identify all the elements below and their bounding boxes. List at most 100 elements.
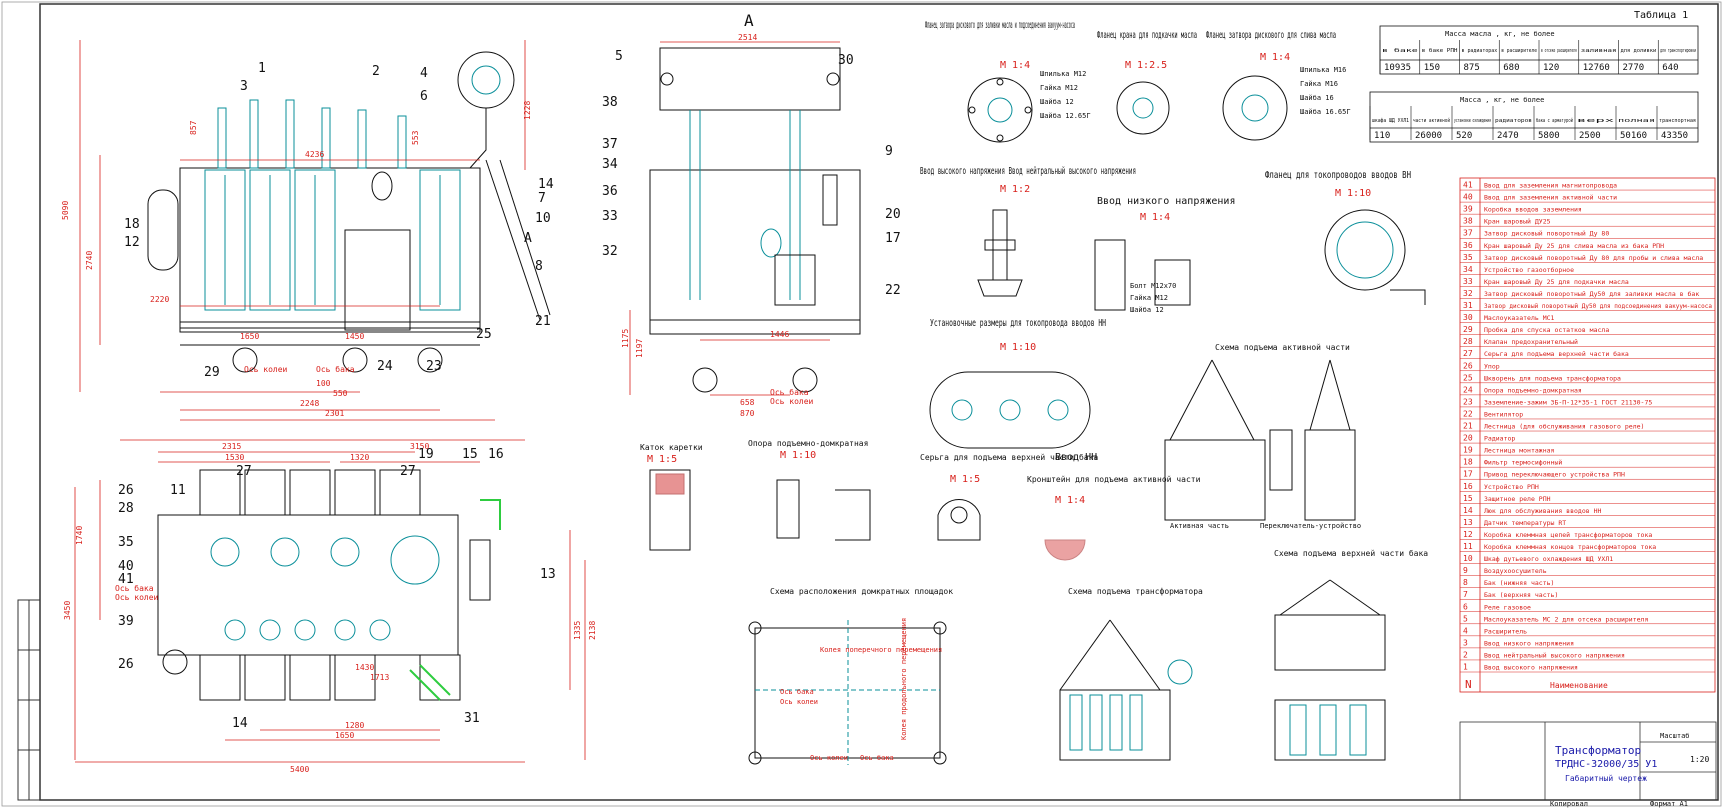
legend-item-number: 33	[1463, 277, 1473, 286]
legend-item-number: 16	[1463, 482, 1473, 491]
dim-plan-3450: 3450	[63, 601, 72, 620]
lift-active-title: Схема подъема активной части	[1215, 343, 1350, 352]
dim-side-658: 658	[740, 398, 755, 407]
platform-label-6: Ось бака	[860, 754, 894, 762]
callout-10: 10	[535, 211, 551, 226]
platform-label-1: Колея поперечного перемещения	[820, 646, 942, 654]
axis-label-5: Ось бака	[115, 583, 154, 593]
mass-col-label: шкафа ШД УХЛ1	[1372, 118, 1409, 124]
legend-header-name: Наименование	[1550, 681, 1608, 690]
legend-item-number: 7	[1463, 590, 1468, 599]
front-dimension-labels: 5090 2740 4236 2220 1650 1450 2248 2301 …	[61, 101, 532, 418]
legend-item-name: Шкаф дутьевого охлаждения ШД УХЛ1	[1484, 555, 1613, 563]
mass-value: 2500	[1579, 131, 1601, 141]
title-block	[1459, 721, 1717, 801]
platform-detail: Схема расположения домкратных площадок К…	[748, 587, 953, 765]
mass-value: 110	[1374, 131, 1390, 141]
legend-item-number: 18	[1463, 458, 1473, 467]
flange-1-note-3: Шайба 12	[1040, 98, 1074, 106]
flange-3-note-2: Гайка М16	[1300, 80, 1338, 88]
callout-22: 22	[885, 283, 901, 298]
mount-label: Ввод НН	[1055, 452, 1097, 463]
legend-item-name: Защитное реле РПН	[1484, 495, 1551, 503]
callout-30: 30	[838, 53, 854, 68]
platform-title: Схема расположения домкратных площадок	[770, 587, 953, 596]
legend-item-name: Затвор дисковый поворотный Ду50 для подс…	[1484, 302, 1712, 310]
hn-flange-title: Фланец для токопроводов вводов ВН	[1265, 170, 1411, 181]
dim-plan-1713: 1713	[370, 673, 389, 682]
callout-29: 29	[204, 365, 220, 380]
legend-item-number: 2	[1463, 650, 1468, 659]
hv-detail: Ввод высокого напряжения Ввод нейтральны…	[920, 165, 1136, 297]
callout-38: 38	[602, 95, 618, 110]
legend-item-name: Коробка клеммная цепей трансформаторов т…	[1484, 531, 1652, 539]
dim-plan-1650: 1650	[335, 731, 354, 740]
plan-callouts: 11 13 14 15 16 19 26 27 28 31 35 39 40 4…	[118, 447, 556, 731]
callout-19: 19	[418, 447, 434, 462]
callout-2: 2	[372, 64, 380, 79]
callout-7: 7	[538, 191, 546, 206]
legend-item-number: 25	[1463, 373, 1473, 382]
legend-item-number: 31	[1463, 301, 1473, 310]
side-dim-labels: 2514 1446 658 870 1175 1197	[621, 33, 789, 418]
mass-value: 50160	[1620, 131, 1647, 141]
legend-item-number: 12	[1463, 530, 1473, 539]
legend-item-number: 11	[1463, 542, 1473, 551]
callout-23: 23	[426, 359, 442, 374]
mass-value: 875	[1464, 63, 1480, 73]
legend-item-name: Маслоуказатель МС1	[1484, 314, 1555, 322]
legend-item-name: Опора подъемно-домкратная	[1484, 386, 1582, 394]
callout-25: 25	[476, 327, 492, 342]
callout-3: 3	[240, 79, 248, 94]
flange-1-title: Фланец затвора дискового для заливки мас…	[925, 20, 1075, 31]
flange-1: Фланец затвора дискового для заливки мас…	[925, 20, 1091, 143]
legend-item-name: Вентилятор	[1484, 410, 1523, 418]
lv-note-2: Гайка М12	[1130, 294, 1168, 302]
legend-item-name: Фильтр термосифонный	[1484, 459, 1562, 467]
title-scale-value: 1:20	[1690, 755, 1709, 764]
lv-detail: Ввод низкого напряжения М 1:4 Болт М12х7…	[1094, 196, 1235, 314]
platform-label-3: Ось колеи	[780, 698, 818, 706]
legend-item-number: 4	[1463, 626, 1468, 635]
mass-col-label: в расширителе	[1501, 48, 1537, 54]
legend-item-name: Упор	[1484, 362, 1500, 370]
legend-item-number: 6	[1463, 602, 1468, 611]
callout-27: 27	[236, 464, 252, 479]
title-copied: Копировал	[1550, 800, 1588, 808]
legend-item-number: 36	[1463, 241, 1473, 250]
title-format: Формат А1	[1650, 800, 1688, 808]
flange-3: Фланец затвора дискового для слива масла…	[1206, 30, 1351, 141]
dim-side-1446: 1446	[770, 330, 789, 339]
callout-9: 9	[885, 144, 893, 159]
legend-item-name: Привод переключающего устройства РПН	[1484, 471, 1625, 479]
mass-col-label: в баке РПН	[1422, 47, 1458, 54]
callout-8: 8	[535, 259, 543, 274]
legend-item-name: Реле газовое	[1484, 603, 1531, 611]
dim-side-1197: 1197	[635, 339, 644, 358]
bracket-title: Кронштейн для подъема активной части	[1027, 475, 1201, 484]
mass-col-label: части активной	[1413, 118, 1450, 124]
mass-value: 2470	[1497, 131, 1519, 141]
legend-item-number: 20	[1463, 434, 1473, 443]
mass-value: 12760	[1583, 63, 1610, 73]
dim-front-553: 553	[411, 130, 420, 145]
legend-item-number: 5	[1463, 614, 1468, 623]
legend-item-number: 22	[1463, 409, 1473, 418]
legend-item-number: 13	[1463, 518, 1473, 527]
legend-item-number: 9	[1463, 566, 1468, 575]
lv-title: Ввод низкого напряжения	[1097, 196, 1235, 207]
dim-plan-1430: 1430	[355, 663, 374, 672]
callout-20: 20	[885, 207, 901, 222]
side-axis-labels: Ось бака Ось колеи	[770, 387, 814, 406]
legend-item-number: 37	[1463, 229, 1473, 238]
axis-label-4: Ось колеи	[770, 397, 814, 406]
lift-active-detail: Схема подъема активной части Активная ча…	[1164, 343, 1361, 530]
mass-col-label: для транспортировки	[1660, 48, 1696, 54]
mass-col-label: заливная	[1581, 48, 1617, 54]
mount-title: Установочные размеры для токопровода вво…	[930, 318, 1106, 329]
mass-col-label: полная	[1618, 118, 1655, 124]
dim-front-1650: 1650	[240, 332, 259, 341]
flange-3-title: Фланец затвора дискового для слива масла	[1206, 30, 1336, 41]
